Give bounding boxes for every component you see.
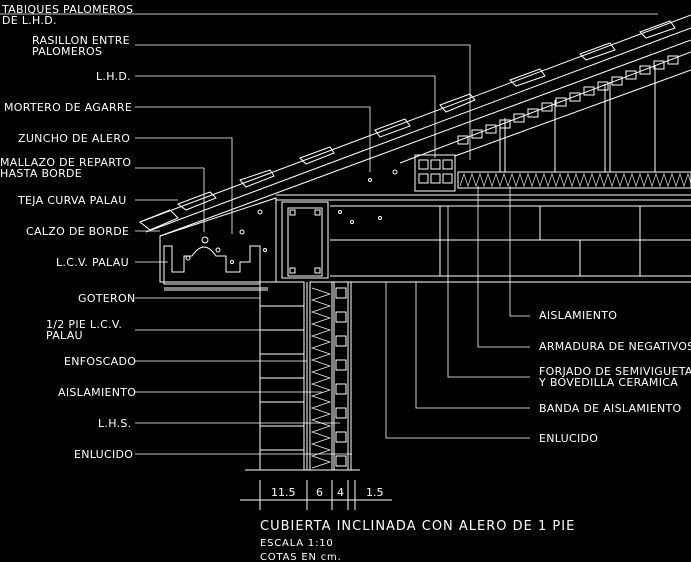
label-medio-pie-line2: PALAU: [46, 329, 83, 342]
label-lhd: L.H.D.: [96, 70, 131, 83]
label-lcv: L.C.V. PALAU: [56, 256, 129, 269]
label-enfoscado: ENFOSCADO: [64, 355, 136, 368]
dimension-11-5: 11.5: [271, 486, 296, 499]
label-lhs: L.H.S.: [98, 417, 131, 430]
label-forjado-line2: Y BOVEDILLA CERAMICA: [538, 376, 678, 389]
dimension-labels: 11.5 6 4 1.5: [271, 486, 384, 499]
dimension-4: 4: [337, 486, 344, 499]
label-aislamiento-right: AISLAMIENTO: [539, 309, 617, 322]
label-enlucido-right: ENLUCIDO: [539, 432, 598, 445]
roof-structure: [139, 14, 691, 510]
drawing-scale: ESCALA 1:10: [260, 538, 334, 549]
label-rasillon-line2: PALOMEROS: [32, 45, 102, 58]
leader-lines: [0, 13, 658, 455]
palomeros-bricks: [457, 55, 679, 145]
label-tabiques-line2: DE L.H.D.: [2, 14, 57, 27]
label-mallazo-line2: HASTA BORDE: [0, 167, 82, 180]
dimension-1-5: 1.5: [366, 486, 384, 499]
drawing-units: COTAS EN cm.: [260, 552, 342, 562]
right-labels: AISLAMIENTO ARMADURA DE NEGATIVOS FORJAD…: [538, 309, 691, 445]
label-enlucido-left: ENLUCIDO: [74, 448, 133, 461]
label-forjado-line1: FORJADO DE SEMIVIGUETA: [539, 365, 691, 378]
label-teja: TEJA CURVA PALAU: [17, 194, 127, 207]
dimension-6: 6: [316, 486, 323, 499]
label-tabiques-line1: TABIQUES PALOMEROS: [1, 3, 133, 16]
label-armadura: ARMADURA DE NEGATIVOS: [539, 340, 691, 353]
label-mallazo-line1: MALLAZO DE REPARTO: [0, 156, 131, 169]
label-calzo: CALZO DE BORDE: [26, 225, 129, 238]
label-mortero: MORTERO DE AGARRE: [4, 101, 132, 114]
label-zuncho: ZUNCHO DE ALERO: [18, 132, 130, 145]
label-banda: BANDA DE AISLAMIENTO: [539, 402, 682, 415]
drawing-title: CUBIERTA INCLINADA CON ALERO DE 1 PIE: [260, 519, 575, 534]
label-aislamiento-left: AISLAMIENTO: [58, 386, 136, 399]
title-block: CUBIERTA INCLINADA CON ALERO DE 1 PIE ES…: [260, 519, 575, 562]
label-rasillon-line1: RASILLON ENTRE: [32, 34, 130, 47]
left-labels: TABIQUES PALOMEROS DE L.H.D. RASILLON EN…: [0, 3, 136, 461]
label-goteron: GOTERON: [78, 292, 135, 305]
label-medio-pie-line1: 1/2 PIE L.C.V.: [46, 318, 122, 331]
